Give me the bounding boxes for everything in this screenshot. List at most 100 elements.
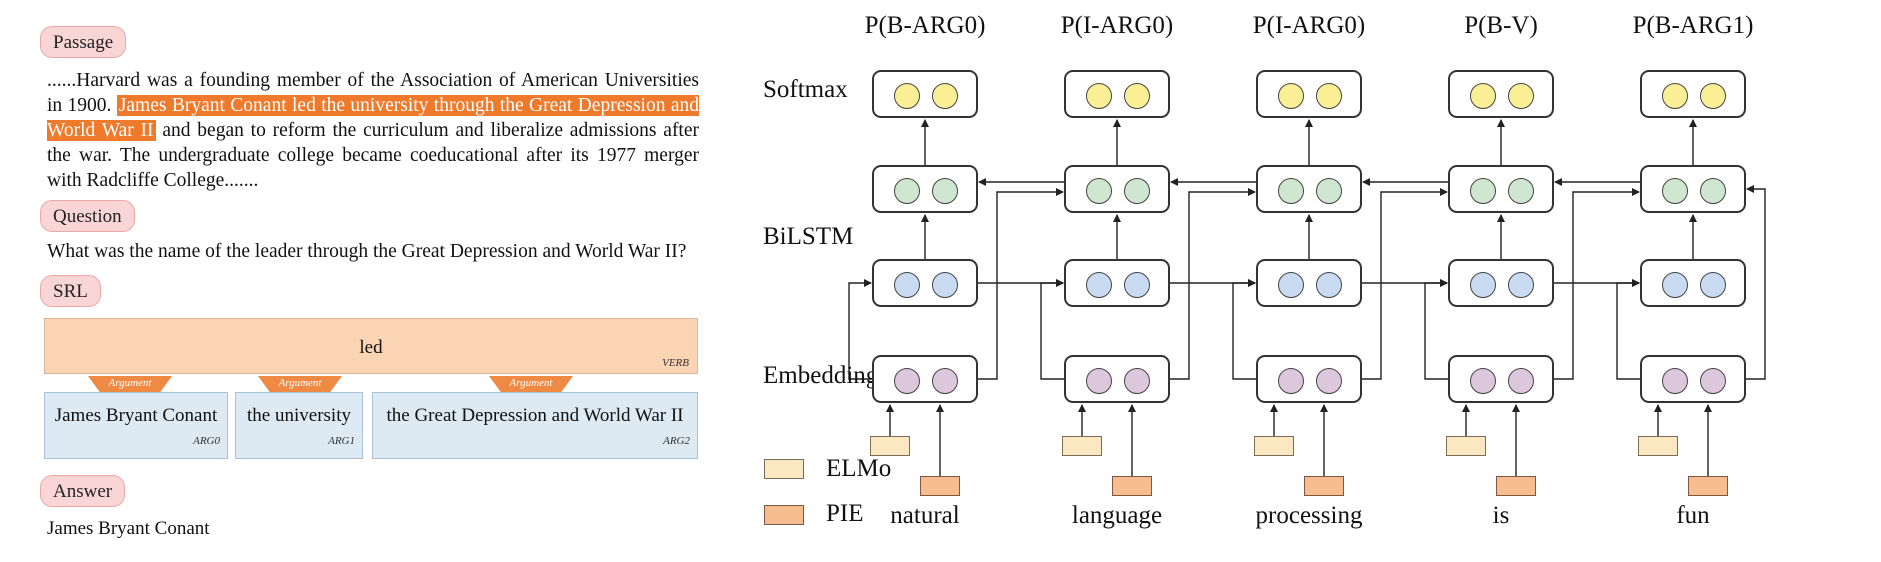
output-tag-label: P(B-V) bbox=[1464, 12, 1538, 39]
unit-circle bbox=[1316, 368, 1342, 394]
softmax-cell bbox=[1448, 70, 1554, 118]
unit-circle bbox=[1278, 83, 1304, 109]
unit-circle bbox=[1662, 178, 1688, 204]
answer-text: James Bryant Conant bbox=[47, 518, 210, 539]
output-tag-label: P(I-ARG0) bbox=[1060, 12, 1174, 39]
backward-lstm-cell bbox=[1448, 165, 1554, 213]
pie-input bbox=[1112, 476, 1152, 496]
connection-arrow bbox=[848, 279, 872, 380]
bilstm-layer-label: BiLSTM bbox=[763, 223, 854, 250]
softmax-layer-label: Softmax bbox=[763, 76, 848, 103]
unit-circle bbox=[932, 272, 958, 298]
forward-lstm-cell bbox=[1448, 259, 1554, 307]
forward-lstm-cell bbox=[1640, 259, 1746, 307]
softmax-cell bbox=[872, 70, 978, 118]
unit-circle bbox=[1086, 368, 1112, 394]
embedding-cell bbox=[872, 355, 978, 403]
unit-circle bbox=[1700, 83, 1726, 109]
unit-circle bbox=[1508, 272, 1534, 298]
unit-circle bbox=[1316, 83, 1342, 109]
backward-lstm-cell bbox=[1640, 165, 1746, 213]
srl-arg-text: the Great Depression and World War II bbox=[386, 405, 684, 426]
unit-circle bbox=[1086, 83, 1112, 109]
unit-circle bbox=[1124, 178, 1150, 204]
srl-arg-text: the university bbox=[247, 405, 351, 426]
connection-arrow bbox=[1424, 279, 1448, 380]
connection-arrows bbox=[848, 119, 1766, 476]
pie-input bbox=[1304, 476, 1344, 496]
srl-arg-tag: ARG1 bbox=[328, 435, 355, 447]
connection-arrow bbox=[1040, 279, 1064, 380]
input-word-label: natural bbox=[890, 502, 960, 529]
srl-arg-tag: ARG0 bbox=[193, 435, 220, 447]
elmo-legend-swatch bbox=[764, 459, 804, 479]
unit-circle bbox=[1508, 178, 1534, 204]
unit-circle bbox=[894, 272, 920, 298]
unit-circle bbox=[1508, 368, 1534, 394]
passage-pre: ......Harvard was a founding member of t… bbox=[47, 70, 699, 116]
forward-lstm-cell bbox=[1064, 259, 1170, 307]
question-label: Question bbox=[40, 200, 135, 232]
embedding-cell bbox=[1256, 355, 1362, 403]
unit-circle bbox=[1316, 272, 1342, 298]
srl-arg-tag: ARG2 bbox=[663, 435, 690, 447]
unit-circle bbox=[1316, 178, 1342, 204]
connection-arrow bbox=[1554, 188, 1640, 380]
input-word-label: fun bbox=[1676, 502, 1710, 529]
argument-tab: Argument bbox=[258, 376, 342, 392]
unit-circle bbox=[1662, 368, 1688, 394]
unit-circle bbox=[1470, 368, 1496, 394]
unit-circle bbox=[1086, 178, 1112, 204]
softmax-cell bbox=[1256, 70, 1362, 118]
pie-input bbox=[920, 476, 960, 496]
pie-legend-swatch bbox=[764, 505, 804, 525]
connection-arrow bbox=[1746, 185, 1766, 380]
srl-label: SRL bbox=[40, 275, 101, 307]
unit-circle bbox=[1278, 178, 1304, 204]
question-text: What was the name of the leader through … bbox=[47, 241, 687, 262]
input-word-label: language bbox=[1071, 502, 1163, 529]
pie-input bbox=[1688, 476, 1728, 496]
connection-arrow bbox=[1362, 188, 1448, 380]
unit-circle bbox=[1470, 272, 1496, 298]
connection-arrow bbox=[978, 188, 1064, 380]
output-tag-label: P(B-ARG0) bbox=[864, 12, 986, 39]
argument-tab: Argument bbox=[489, 376, 573, 392]
unit-circle bbox=[894, 178, 920, 204]
srl-arg-box: James Bryant Conant ARG0 bbox=[44, 392, 228, 459]
backward-lstm-cell bbox=[872, 165, 978, 213]
srl-arg-box: the university ARG1 bbox=[235, 392, 363, 459]
unit-circle bbox=[1662, 272, 1688, 298]
passage-post: and began to reform the curriculum and l… bbox=[47, 120, 700, 191]
unit-circle bbox=[1470, 178, 1496, 204]
elmo-input bbox=[1638, 436, 1678, 456]
unit-circle bbox=[894, 368, 920, 394]
connection-arrow bbox=[1232, 279, 1256, 380]
unit-circle bbox=[1700, 178, 1726, 204]
pie-input bbox=[1496, 476, 1536, 496]
unit-circle bbox=[1124, 83, 1150, 109]
elmo-input bbox=[870, 436, 910, 456]
embedding-cell bbox=[1640, 355, 1746, 403]
backward-lstm-cell bbox=[1256, 165, 1362, 213]
unit-circle bbox=[1278, 368, 1304, 394]
softmax-cell bbox=[1640, 70, 1746, 118]
unit-circle bbox=[1086, 272, 1112, 298]
answer-label: Answer bbox=[40, 475, 126, 507]
embedding-cell bbox=[1064, 355, 1170, 403]
output-tag-label: P(I-ARG0) bbox=[1252, 12, 1366, 39]
srl-verb-box: led VERB bbox=[44, 318, 698, 374]
unit-circle bbox=[1124, 272, 1150, 298]
elmo-input bbox=[1446, 436, 1486, 456]
unit-circle bbox=[932, 368, 958, 394]
connection-arrow bbox=[1616, 279, 1640, 380]
elmo-input bbox=[1254, 436, 1294, 456]
unit-circle bbox=[1124, 368, 1150, 394]
input-word-label: is bbox=[1492, 502, 1510, 529]
forward-lstm-cell bbox=[1256, 259, 1362, 307]
unit-circle bbox=[1278, 272, 1304, 298]
unit-circle bbox=[1662, 83, 1688, 109]
forward-lstm-cell bbox=[872, 259, 978, 307]
elmo-input bbox=[1062, 436, 1102, 456]
softmax-cell bbox=[1064, 70, 1170, 118]
